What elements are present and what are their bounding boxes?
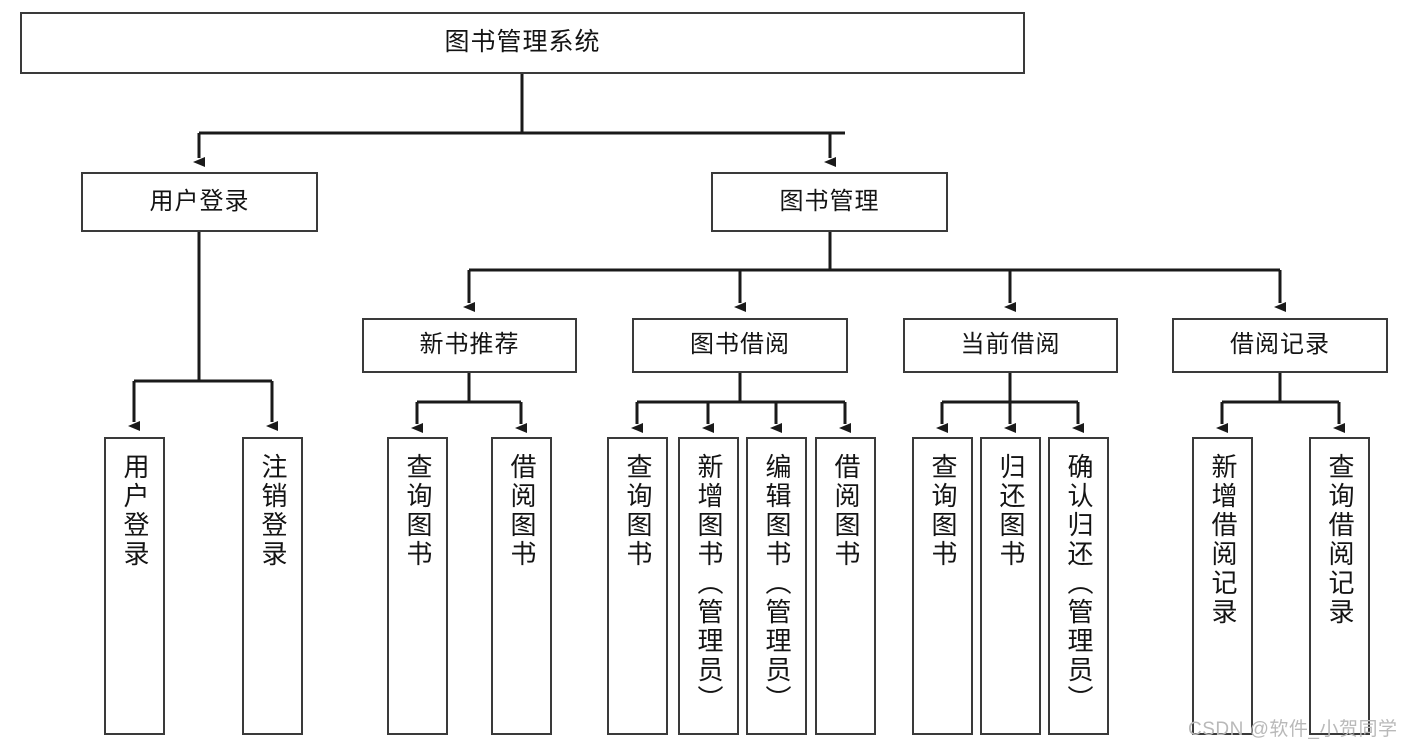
csdn-watermark: CSDN @软件_小贺同学 bbox=[1188, 719, 1398, 740]
node-leaf-query-book-borrow[interactable]: 查询图书 bbox=[607, 437, 668, 735]
node-user-login[interactable]: 用户登录 bbox=[81, 172, 318, 232]
node-leaf-return-book[interactable]: 归还图书 bbox=[980, 437, 1041, 735]
node-leaf-query-borrow-record[interactable]: 查询借阅记录 bbox=[1309, 437, 1370, 735]
node-label: 借阅记录 bbox=[1230, 331, 1330, 359]
node-label: 图书管理 bbox=[779, 187, 880, 215]
node-label: 当前借阅 bbox=[960, 331, 1061, 359]
node-label: 图书借阅 bbox=[690, 331, 790, 359]
node-label: 查询图书 bbox=[928, 453, 959, 569]
node-leaf-add-book-admin[interactable]: 新增图书（管理员） bbox=[678, 437, 739, 735]
node-label: 用户登录 bbox=[120, 453, 151, 569]
node-label: 查询借阅记录 bbox=[1325, 453, 1356, 627]
node-book-borrow[interactable]: 图书借阅 bbox=[632, 318, 848, 373]
node-label: 新书推荐 bbox=[419, 331, 520, 359]
node-label: 注销登录 bbox=[258, 453, 289, 569]
node-label: 查询图书 bbox=[403, 453, 434, 569]
node-leaf-borrow-book[interactable]: 借阅图书 bbox=[815, 437, 876, 735]
node-leaf-query-book-current[interactable]: 查询图书 bbox=[912, 437, 973, 735]
node-leaf-logout-login[interactable]: 注销登录 bbox=[242, 437, 303, 735]
node-label: 借阅图书 bbox=[831, 453, 862, 569]
node-current-borrow[interactable]: 当前借阅 bbox=[903, 318, 1118, 373]
node-label: 归还图书 bbox=[996, 453, 1027, 569]
node-leaf-edit-book-admin[interactable]: 编辑图书（管理员） bbox=[746, 437, 807, 735]
node-label: 借阅图书 bbox=[507, 453, 538, 569]
node-leaf-borrow-book-recommend[interactable]: 借阅图书 bbox=[491, 437, 552, 735]
node-leaf-user-login[interactable]: 用户登录 bbox=[104, 437, 165, 735]
node-label: 查询图书 bbox=[623, 453, 654, 569]
node-label: 新增借阅记录 bbox=[1208, 453, 1239, 627]
node-label: 图书管理系统 bbox=[444, 28, 601, 57]
node-label: 确认归还（管理员） bbox=[1064, 453, 1095, 714]
node-label: 新增图书（管理员） bbox=[694, 453, 725, 714]
node-book-management[interactable]: 图书管理 bbox=[711, 172, 948, 232]
node-borrow-record[interactable]: 借阅记录 bbox=[1172, 318, 1388, 373]
node-new-book-recommend[interactable]: 新书推荐 bbox=[362, 318, 577, 373]
node-leaf-confirm-return-admin[interactable]: 确认归还（管理员） bbox=[1048, 437, 1109, 735]
node-label: 编辑图书（管理员） bbox=[762, 453, 793, 714]
node-root-book-management-system[interactable]: 图书管理系统 bbox=[20, 12, 1025, 74]
node-leaf-add-borrow-record[interactable]: 新增借阅记录 bbox=[1192, 437, 1253, 735]
node-leaf-query-book-recommend[interactable]: 查询图书 bbox=[387, 437, 448, 735]
node-label: 用户登录 bbox=[149, 187, 250, 215]
